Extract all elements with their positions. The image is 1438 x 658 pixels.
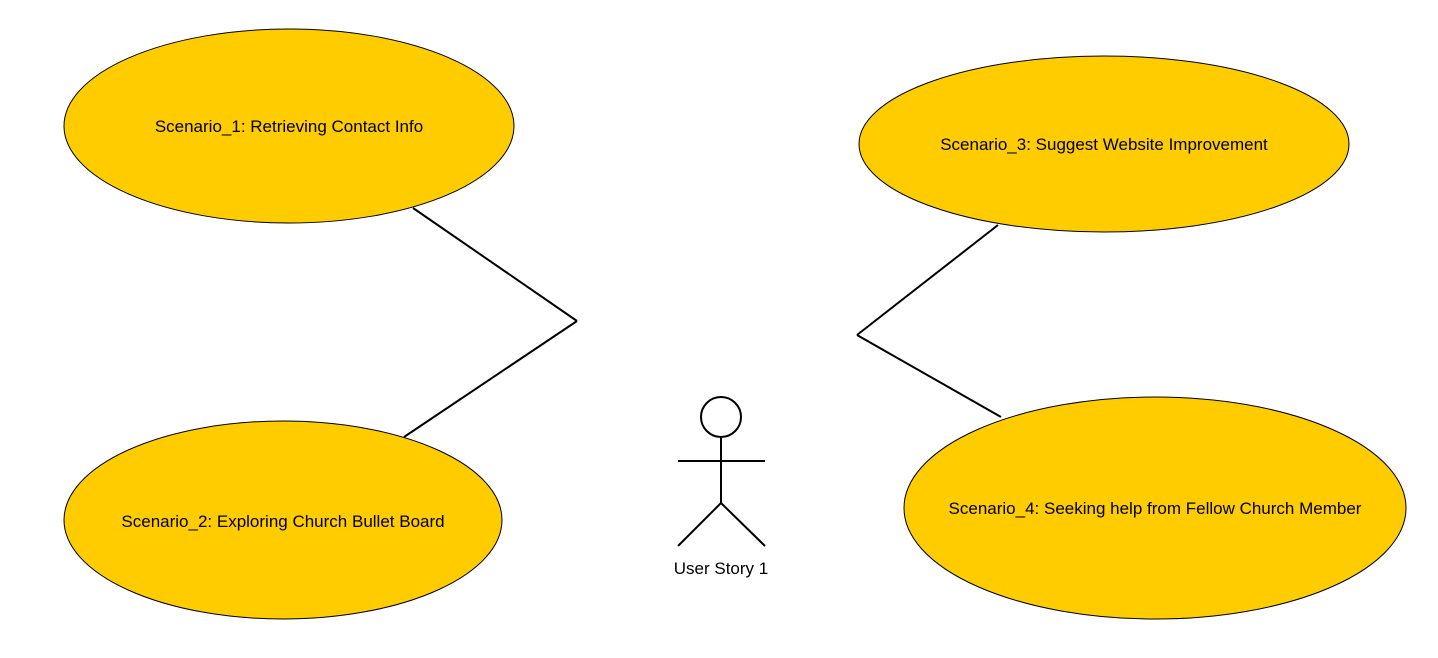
association-line-scenario-1 [412, 207, 578, 322]
association-line-scenario-2 [403, 320, 578, 438]
association-lines [403, 207, 1002, 438]
actor-label: User Story 1 [674, 559, 768, 578]
use-case-ellipse [858, 55, 1350, 233]
actor-head [700, 396, 742, 438]
actor-user-story-1[interactable] [677, 396, 766, 547]
use-case-scenario-2[interactable]: Scenario_2: Exploring Church Bullet Boar… [63, 420, 503, 620]
use-case-scenario-1[interactable]: Scenario_1: Retrieving Contact Info [63, 28, 515, 224]
use-case-ellipse [903, 396, 1407, 620]
use-case-scenario-4[interactable]: Scenario_4: Seeking help from Fellow Chu… [903, 396, 1407, 620]
use-case-ellipse [63, 28, 515, 224]
use-case-label: Scenario_3: Suggest Website Improvement [940, 135, 1268, 154]
use-case-label: Scenario_4: Seeking help from Fellow Chu… [949, 499, 1362, 518]
actor-left-leg [677, 502, 722, 547]
use-case-label: Scenario_2: Exploring Church Bullet Boar… [121, 512, 444, 531]
use-case-ellipse [63, 420, 503, 620]
use-case-scenario-3[interactable]: Scenario_3: Suggest Website Improvement [858, 55, 1350, 233]
use-case-label: Scenario_1: Retrieving Contact Info [155, 117, 423, 136]
association-line-scenario-4 [856, 334, 1002, 418]
actor-right-leg [720, 502, 766, 547]
association-line-scenario-3 [856, 224, 999, 336]
